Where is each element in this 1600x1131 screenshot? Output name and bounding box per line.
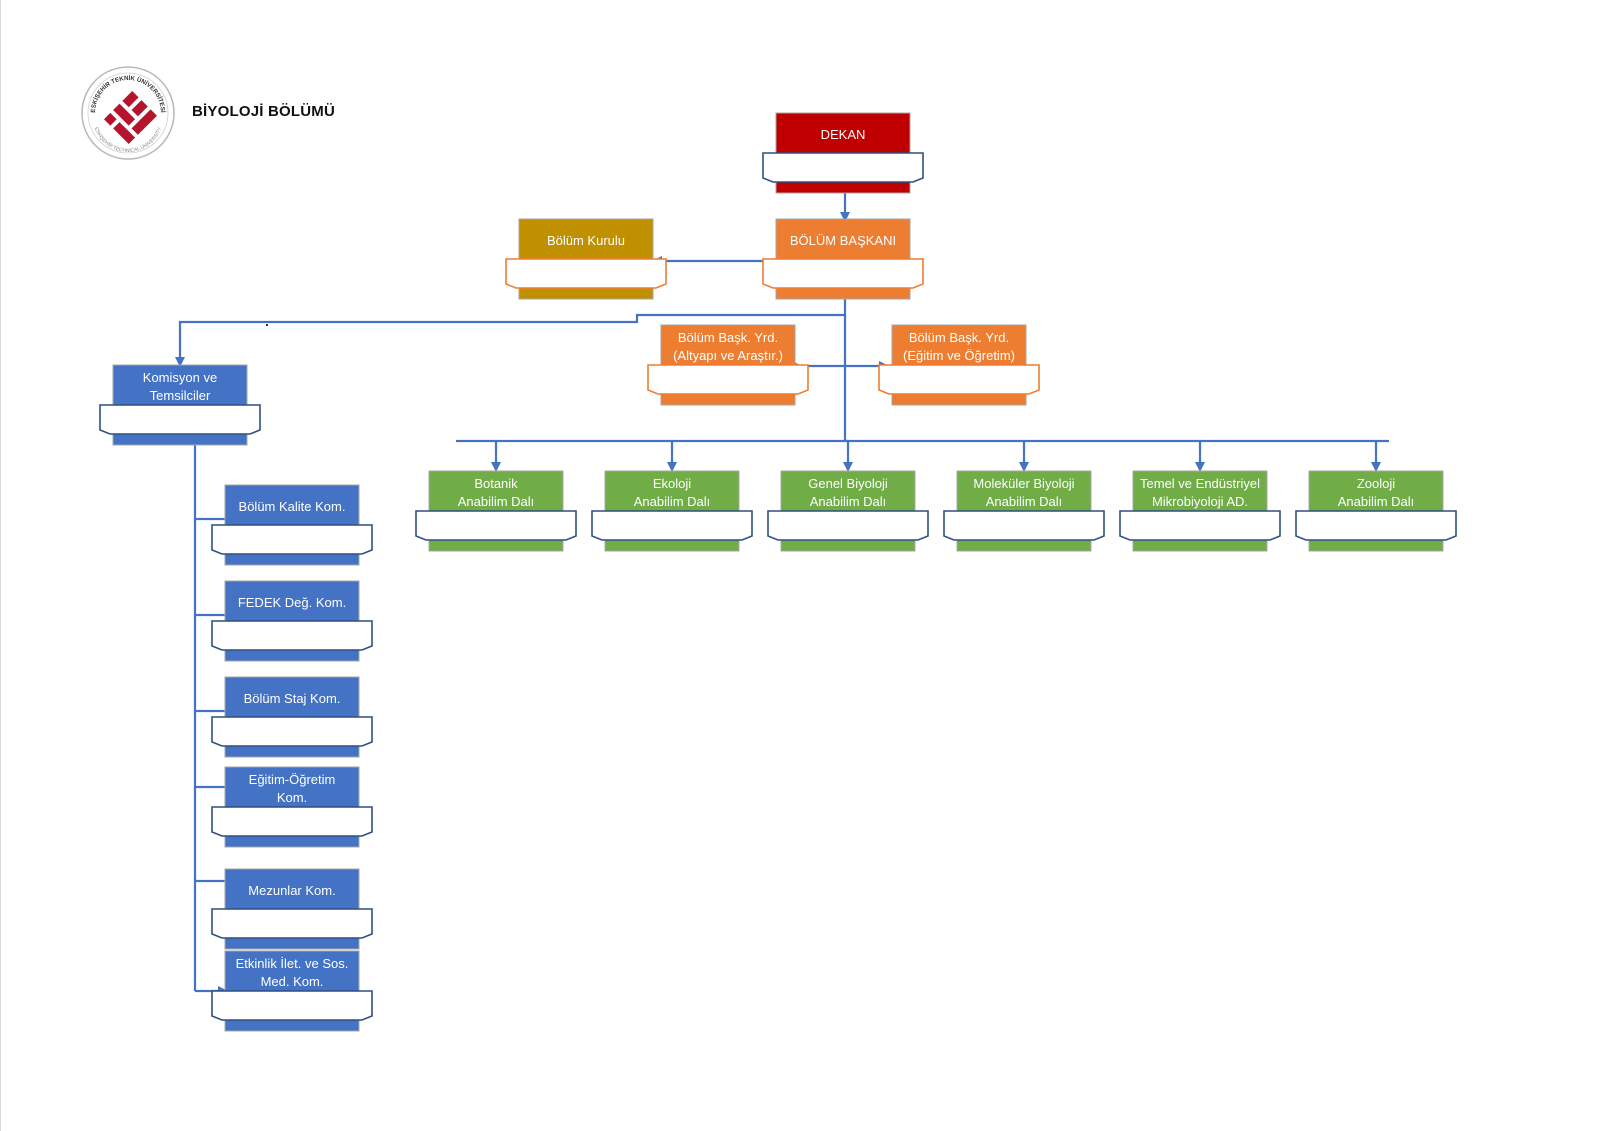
node-dept-zooloji-frame [1295, 510, 1457, 541]
node-dept-genel-biyoloji-frame [767, 510, 929, 541]
node-bolum-kurulu-frame [505, 258, 667, 289]
node-committee-staj: Bölüm Staj Kom. [211, 676, 373, 758]
node-dekan: DEKAN [762, 112, 924, 194]
node-committee-kalite-label: Bölüm Kalite Kom. [239, 499, 346, 514]
node-committee-staj-label: Bölüm Staj Kom. [244, 691, 341, 706]
node-dept-molekuler-biyoloji-label: Anabilim Dalı [986, 494, 1063, 509]
node-bolum-kurulu-label: Bölüm Kurulu [547, 233, 625, 248]
node-komisyon-frame [99, 404, 261, 435]
node-dept-mikrobiyoloji-frame [1119, 510, 1281, 541]
node-committee-mezunlar-label: Mezunlar Kom. [248, 883, 335, 898]
node-dept-molekuler-biyoloji-label: Moleküler Biyoloji [973, 476, 1074, 491]
node-yrd-egitim-label: Bölüm Başk. Yrd. [909, 330, 1009, 345]
node-dept-genel-biyoloji-label: Genel Biyoloji [808, 476, 888, 491]
node-committee-fedek-frame [211, 620, 373, 651]
node-dept-ekoloji-label: Anabilim Dalı [634, 494, 711, 509]
node-committee-fedek: FEDEK Değ. Kom. [211, 580, 373, 662]
university-logo: ESKİŞEHİR TEKNİK ÜNİVERSİTESİ ESKİŞEHİR … [81, 66, 175, 160]
node-komisyon: Komisyon ve Temsilciler [99, 364, 261, 446]
node-committee-etkinlik-label: Med. Kom. [261, 974, 324, 989]
node-committee-egitim-label: Kom. [277, 790, 307, 805]
node-dept-zooloji-label: Zooloji [1357, 476, 1395, 491]
node-dept-mikrobiyoloji-label: Temel ve Endüstriyel [1140, 476, 1260, 491]
node-committee-kalite: Bölüm Kalite Kom. [211, 484, 373, 566]
node-dept-molekuler-biyoloji-frame [943, 510, 1105, 541]
node-committee-egitim-frame [211, 806, 373, 837]
node-dept-botanik-frame [415, 510, 577, 541]
node-dept-ekoloji-label: Ekoloji [653, 476, 691, 491]
node-committee-egitim-label: Eğitim-Öğretim [249, 772, 336, 787]
connectors [175, 193, 1389, 996]
logo-emblem-icon [103, 90, 157, 144]
node-yrd-altyapi: Bölüm Başk. Yrd. (Altyapı ve Araştır.) [647, 324, 809, 406]
node-dept-botanik-label: Botanik [474, 476, 518, 491]
node-committee-etkinlik: Etkinlik İlet. ve Sos. Med. Kom. [211, 950, 373, 1032]
page-edge [0, 0, 1, 1131]
page-title: BİYOLOJİ BÖLÜMÜ [192, 103, 336, 120]
connector-baskani-to-komisyon [175, 313, 845, 367]
node-komisyon-label: Komisyon ve [143, 370, 217, 385]
node-yrd-altyapi-label: (Altyapı ve Araştır.) [673, 348, 783, 363]
node-committee-mezunlar: Mezunlar Kom. [211, 868, 373, 950]
node-dept-zooloji-label: Anabilim Dalı [1338, 494, 1415, 509]
node-komisyon-label: Temsilciler [150, 388, 211, 403]
node-bolum-baskani-label: BÖLÜM BAŞKANI [790, 233, 896, 248]
node-dept-mikrobiyoloji-label: Mikrobiyoloji AD. [1152, 494, 1248, 509]
node-committee-mezunlar-frame [211, 908, 373, 939]
node-dept-ekoloji-frame [591, 510, 753, 541]
node-yrd-egitim-label: (Eğitim ve Öğretim) [903, 348, 1015, 363]
node-yrd-altyapi-label: Bölüm Başk. Yrd. [678, 330, 778, 345]
stray-dot [266, 324, 268, 326]
node-committee-etkinlik-label: Etkinlik İlet. ve Sos. [236, 956, 349, 971]
node-dekan-label: DEKAN [821, 127, 866, 142]
node-bolum-kurulu: Bölüm Kurulu [505, 218, 667, 300]
node-committee-etkinlik-frame [211, 990, 373, 1021]
node-committee-fedek-label: FEDEK Değ. Kom. [238, 595, 346, 610]
node-yrd-altyapi-frame [647, 364, 809, 395]
node-bolum-baskani-frame [762, 258, 924, 289]
node-committee-staj-frame [211, 716, 373, 747]
node-yrd-egitim-frame [878, 364, 1040, 395]
node-dept-botanik-label: Anabilim Dalı [458, 494, 535, 509]
node-bolum-baskani: BÖLÜM BAŞKANI [762, 218, 924, 300]
node-yrd-egitim: Bölüm Başk. Yrd. (Eğitim ve Öğretim) [878, 324, 1040, 406]
node-committee-kalite-frame [211, 524, 373, 555]
node-dept-genel-biyoloji-label: Anabilim Dalı [810, 494, 887, 509]
node-dekan-frame [762, 152, 924, 183]
